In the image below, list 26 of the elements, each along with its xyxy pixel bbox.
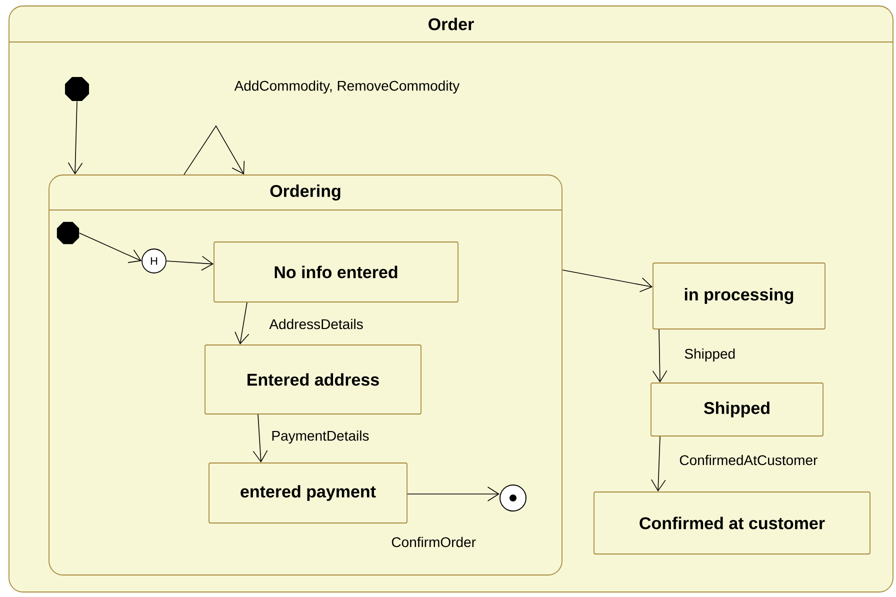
arrow [78, 232, 142, 263]
final-state [500, 484, 526, 512]
edge-label: ConfirmOrder [390, 536, 477, 548]
arrow [652, 329, 668, 383]
arrow [166, 256, 214, 271]
history-state: H [142, 248, 166, 274]
initial-state [65, 77, 90, 101]
edge-label: ConfirmedAtCustomer [678, 454, 819, 466]
edge-label: Shipped [683, 347, 737, 363]
arrow [234, 302, 250, 345]
arrow [252, 414, 268, 463]
edge-label: AddressDetails [268, 318, 364, 330]
arrow [68, 100, 83, 175]
arrow [184, 125, 245, 175]
state-box: in processing [652, 262, 826, 330]
initial-state [56, 222, 80, 244]
state-box: entered payment [208, 462, 408, 524]
arrow [407, 486, 500, 502]
edge-label: AddCommodity, RemoveCommodity [233, 79, 461, 95]
state-box: Shipped [650, 382, 824, 436]
state-box: Entered address [204, 344, 422, 414]
arrow [651, 436, 666, 492]
state-box: Confirmed at customer [594, 492, 870, 554]
state-box: No info entered [214, 242, 458, 302]
arrow [562, 270, 653, 292]
edge-label: PaymentDetails [270, 429, 370, 445]
